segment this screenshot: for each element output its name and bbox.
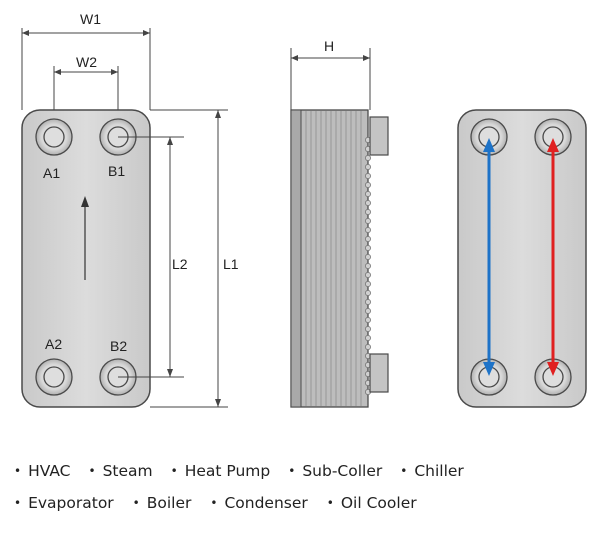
- bullet-icon: •: [14, 496, 22, 510]
- port-a2-label: A2: [45, 336, 62, 352]
- applications-row-2: • Evaporator • Boiler • Condenser • Oil Cooler: [14, 494, 604, 512]
- l1-label: L1: [223, 256, 239, 272]
- port-a1-label: A1: [43, 165, 60, 181]
- application-item: • Heat Pump: [171, 462, 271, 480]
- plate-stack-lines: [305, 111, 362, 406]
- application-item: • Boiler: [133, 494, 192, 512]
- front-plate: [21, 109, 151, 408]
- w1-label: W1: [80, 11, 101, 27]
- hot-flow-arrow: [547, 138, 559, 376]
- application-item: • Steam: [89, 462, 153, 480]
- port-a2: [35, 358, 73, 396]
- l2-dimension: L2: [118, 136, 188, 378]
- bullet-icon: •: [210, 496, 218, 510]
- application-label: HVAC: [28, 462, 71, 480]
- upper-nozzle: [369, 116, 389, 156]
- application-label: Evaporator: [28, 494, 114, 512]
- application-label: Sub-Coller: [302, 462, 383, 480]
- plate-stack-edge: [365, 137, 371, 395]
- lower-nozzle: [369, 353, 389, 393]
- application-item: • Oil Cooler: [327, 494, 417, 512]
- front-view: W1 W2 A1 B1: [21, 11, 239, 408]
- heat-exchanger-drawing: W1 W2 A1 B1: [21, 11, 587, 408]
- bullet-icon: •: [88, 464, 96, 478]
- application-item: • Evaporator: [14, 494, 114, 512]
- bullet-icon: •: [132, 496, 140, 510]
- bullet-icon: •: [400, 464, 408, 478]
- w2-label: W2: [76, 54, 97, 70]
- bullet-icon: •: [170, 464, 178, 478]
- side-view: H: [290, 38, 389, 408]
- end-plate: [290, 109, 302, 408]
- port-b1-label: B1: [108, 163, 125, 179]
- application-label: Condenser: [224, 494, 308, 512]
- l1-dimension: L1: [150, 109, 239, 408]
- application-item: • Sub-Coller: [288, 462, 382, 480]
- h-label: H: [324, 38, 334, 54]
- flow-port-top-right: [534, 118, 572, 156]
- bullet-icon: •: [14, 464, 22, 478]
- bullet-icon: •: [288, 464, 296, 478]
- flow-port-bottom-left: [470, 358, 508, 396]
- plate-stack: [290, 109, 369, 408]
- application-item: • Condenser: [210, 494, 307, 512]
- applications-row-1: • HVAC • Steam • Heat Pump • Sub-Coller • Chiller: [14, 462, 604, 480]
- l2-label: L2: [172, 256, 188, 272]
- application-label: Heat Pump: [184, 462, 271, 480]
- application-item: • Chiller: [400, 462, 464, 480]
- cold-flow-arrow: [483, 138, 495, 376]
- application-label: Oil Cooler: [340, 494, 417, 512]
- flow-view: [457, 109, 587, 408]
- w1-dimension: W1: [21, 11, 151, 110]
- port-b2-label: B2: [110, 338, 127, 354]
- flow-direction-arrow: [81, 196, 89, 280]
- h-dimension: H: [290, 38, 371, 110]
- port-a1: [35, 118, 73, 156]
- flow-plate: [457, 109, 587, 408]
- application-label: Boiler: [146, 494, 192, 512]
- application-item: • HVAC: [14, 462, 71, 480]
- bullet-icon: •: [326, 496, 334, 510]
- application-label: Chiller: [414, 462, 464, 480]
- application-label: Steam: [102, 462, 153, 480]
